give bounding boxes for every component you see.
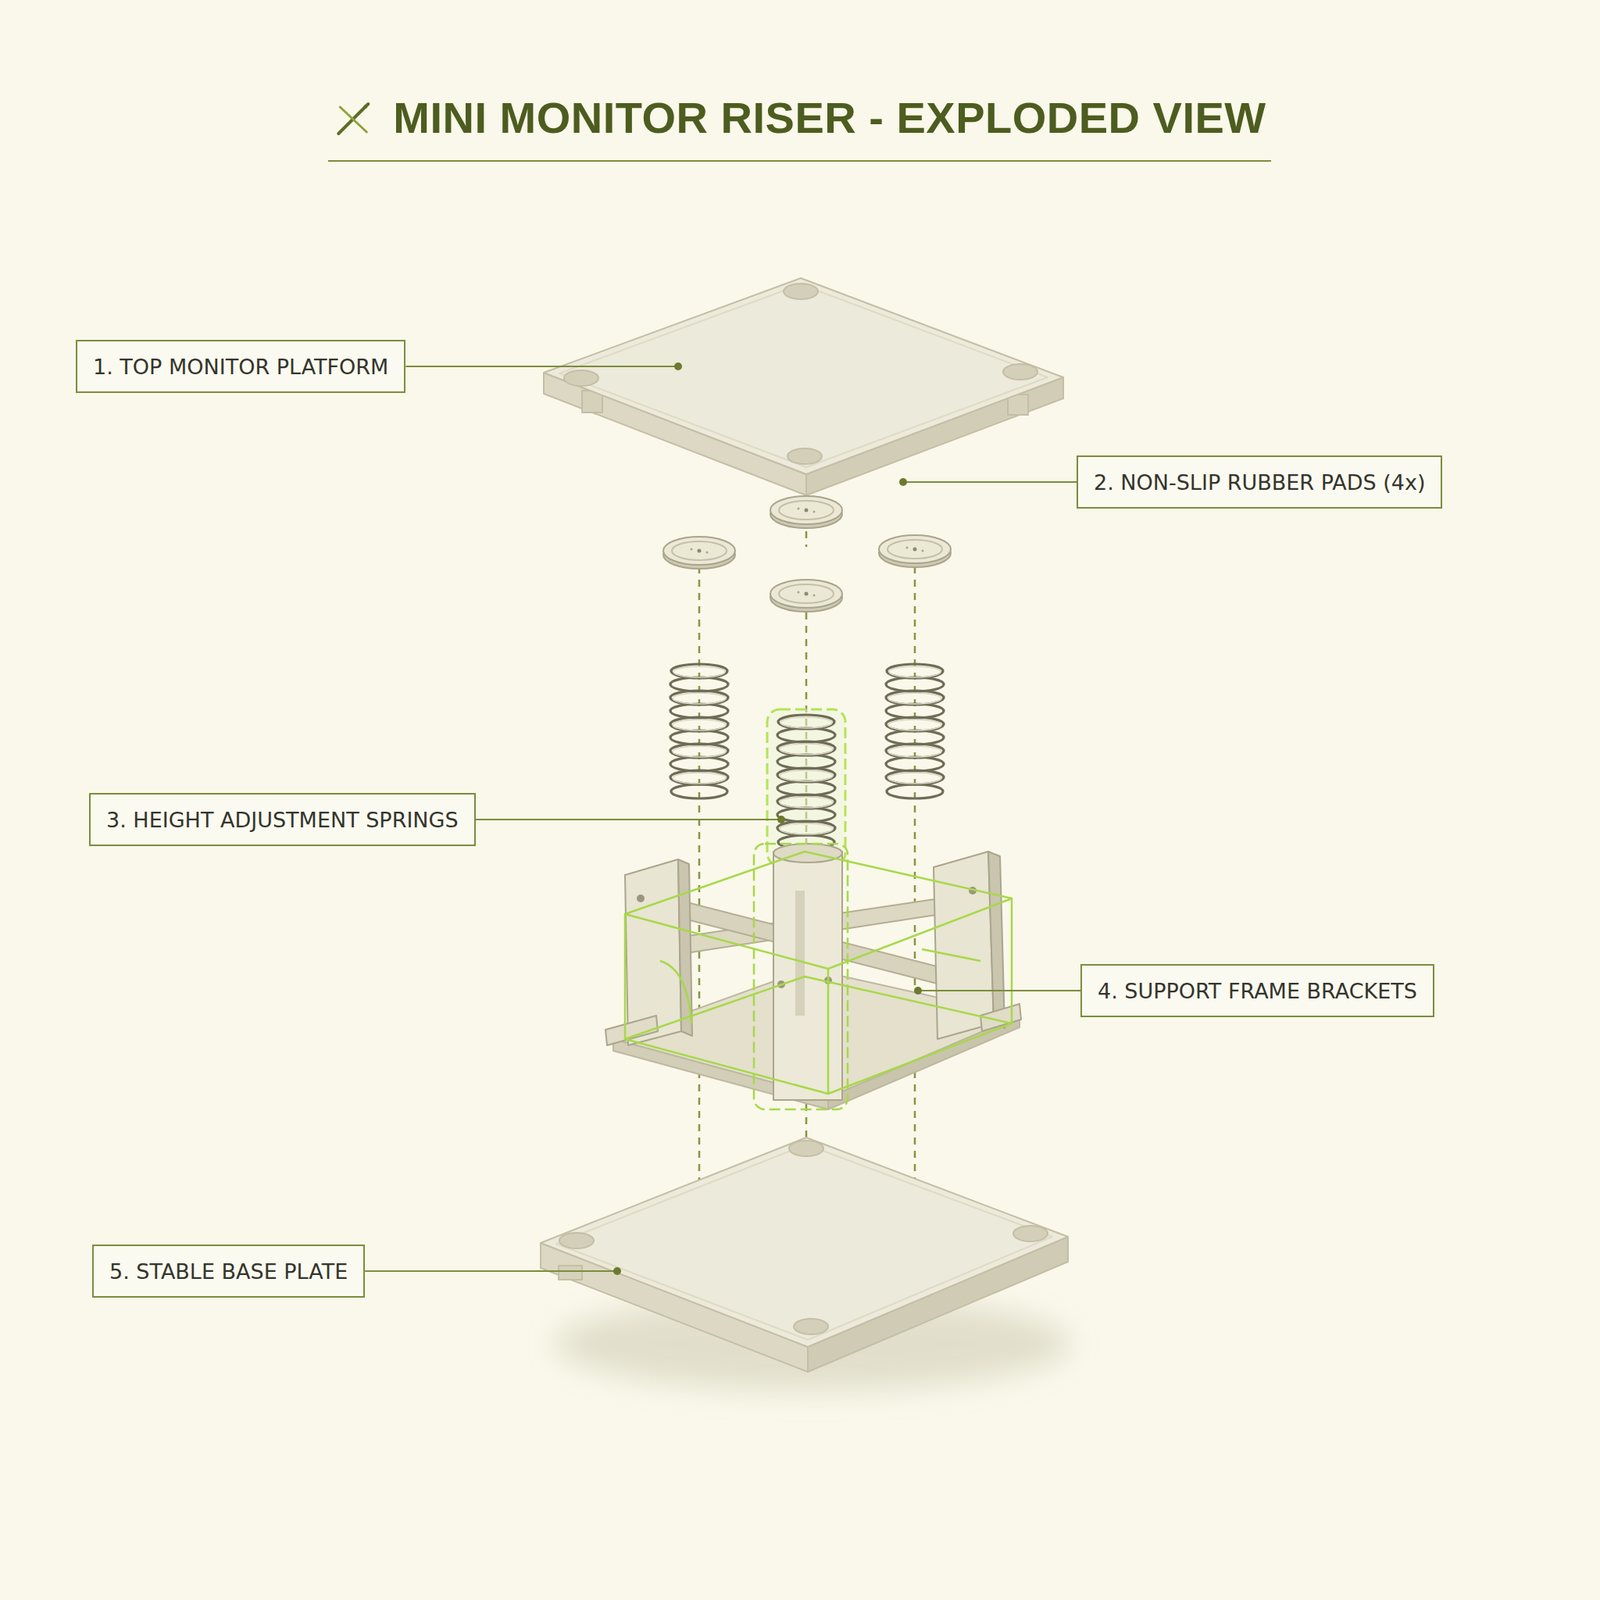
top-platform xyxy=(543,278,1064,496)
leader-line xyxy=(917,989,1081,992)
callout-text: 3. HEIGHT ADJUSTMENT SPRINGS xyxy=(106,807,459,833)
rubber-pad xyxy=(770,579,843,612)
callout-text: 5. STABLE BASE PLATE xyxy=(109,1259,348,1284)
leader-line xyxy=(405,365,679,368)
diagram-title: MINI MONITOR RISER - EXPLODED VIEW xyxy=(392,92,1266,143)
callout-text: 4. SUPPORT FRAME BRACKETS xyxy=(1097,978,1418,1004)
leader-dot xyxy=(899,478,908,486)
leader-dot xyxy=(674,362,683,371)
support-frame xyxy=(605,843,1022,1110)
spring xyxy=(777,714,836,850)
leader-dot xyxy=(613,1267,622,1275)
callout-box: 4. SUPPORT FRAME BRACKETS xyxy=(1080,964,1435,1018)
leader-line xyxy=(364,1270,618,1272)
callout-box: 1. TOP MONITOR PLATFORM xyxy=(75,339,406,393)
spring xyxy=(885,664,944,799)
callout-text: 2. NON-SLIP RUBBER PADS (4x) xyxy=(1093,470,1425,495)
title-block: MINI MONITOR RISER - EXPLODED VIEW xyxy=(332,92,1266,143)
callout-text: 1. TOP MONITOR PLATFORM xyxy=(92,354,389,379)
leader-line xyxy=(903,481,1077,483)
callout-box: 5. STABLE BASE PLATE xyxy=(92,1244,365,1298)
spring xyxy=(670,664,729,799)
title-underline xyxy=(328,160,1272,162)
assembly-guide-lines xyxy=(699,531,915,1241)
callout-box: 3. HEIGHT ADJUSTMENT SPRINGS xyxy=(89,792,476,847)
rubber-pad xyxy=(663,536,736,569)
base-plate xyxy=(540,1137,1071,1391)
spring-highlight xyxy=(767,709,846,866)
leader-dot xyxy=(777,815,786,824)
rubber-pad xyxy=(770,496,843,529)
rubber-pad xyxy=(878,535,951,568)
title-icon xyxy=(332,96,376,140)
callout-box: 2. NON-SLIP RUBBER PADS (4x) xyxy=(1076,455,1443,509)
leader-line xyxy=(475,818,782,821)
leader-dot xyxy=(914,986,922,995)
